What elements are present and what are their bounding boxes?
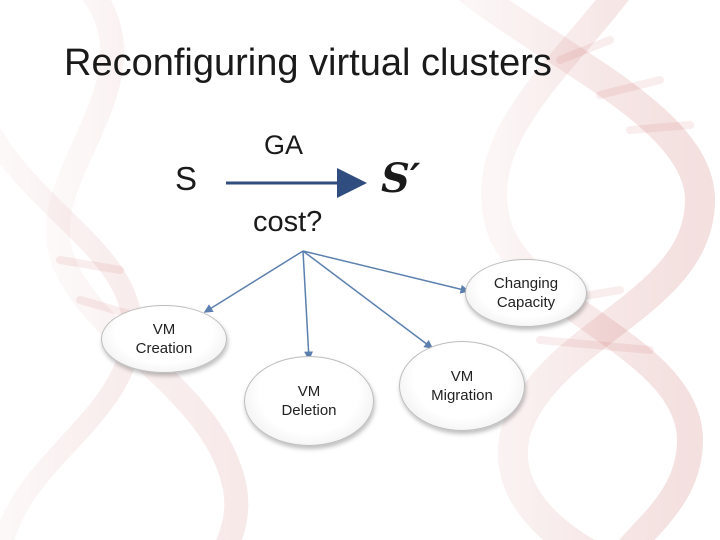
- node-vm-deletion: VM Deletion: [244, 356, 374, 446]
- node-changing-capacity-label: Changing Capacity: [493, 275, 559, 311]
- method-label: GA: [264, 130, 304, 160]
- node-vm-migration: VM Migration: [399, 341, 525, 431]
- node-changing-capacity: Changing Capacity: [465, 259, 587, 327]
- cost-question-label: cost?: [253, 206, 323, 238]
- node-vm-migration-label: VM Migration: [431, 368, 493, 404]
- slide-title: Reconfiguring virtual clusters: [64, 42, 552, 84]
- node-vm-creation: VM Creation: [101, 305, 227, 373]
- node-vm-creation-label: VM Creation: [135, 321, 193, 357]
- connector-to-creation: [203, 250, 304, 313]
- source-state-label: S: [175, 160, 198, 197]
- target-state-label: S′: [381, 155, 421, 202]
- connector-to-migration: [302, 250, 434, 349]
- node-vm-deletion-label: VM Deletion: [281, 383, 337, 419]
- connector-to-deletion: [302, 250, 314, 361]
- connector-to-capacity: [302, 250, 470, 294]
